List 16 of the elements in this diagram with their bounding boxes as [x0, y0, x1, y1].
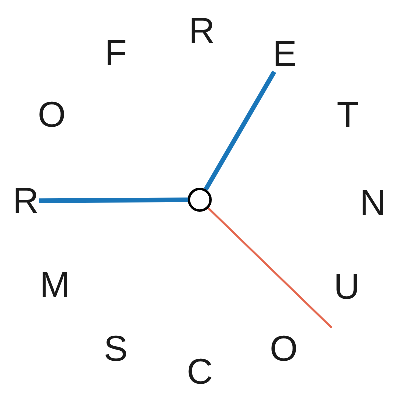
spoke-line	[38, 198, 188, 204]
letter: O	[38, 97, 66, 133]
letter: M	[40, 267, 70, 303]
spoke-line	[204, 70, 276, 191]
center-circle	[188, 188, 212, 212]
letter: N	[360, 185, 386, 221]
letter: T	[337, 97, 359, 133]
spoke-line	[208, 208, 333, 329]
letter: R	[13, 183, 39, 219]
letter: U	[334, 269, 360, 305]
letter: E	[273, 36, 298, 72]
letter: C	[187, 354, 213, 390]
letter: F	[105, 35, 127, 71]
letter: R	[189, 13, 215, 49]
letter: S	[104, 331, 128, 367]
letter: O	[270, 331, 298, 367]
